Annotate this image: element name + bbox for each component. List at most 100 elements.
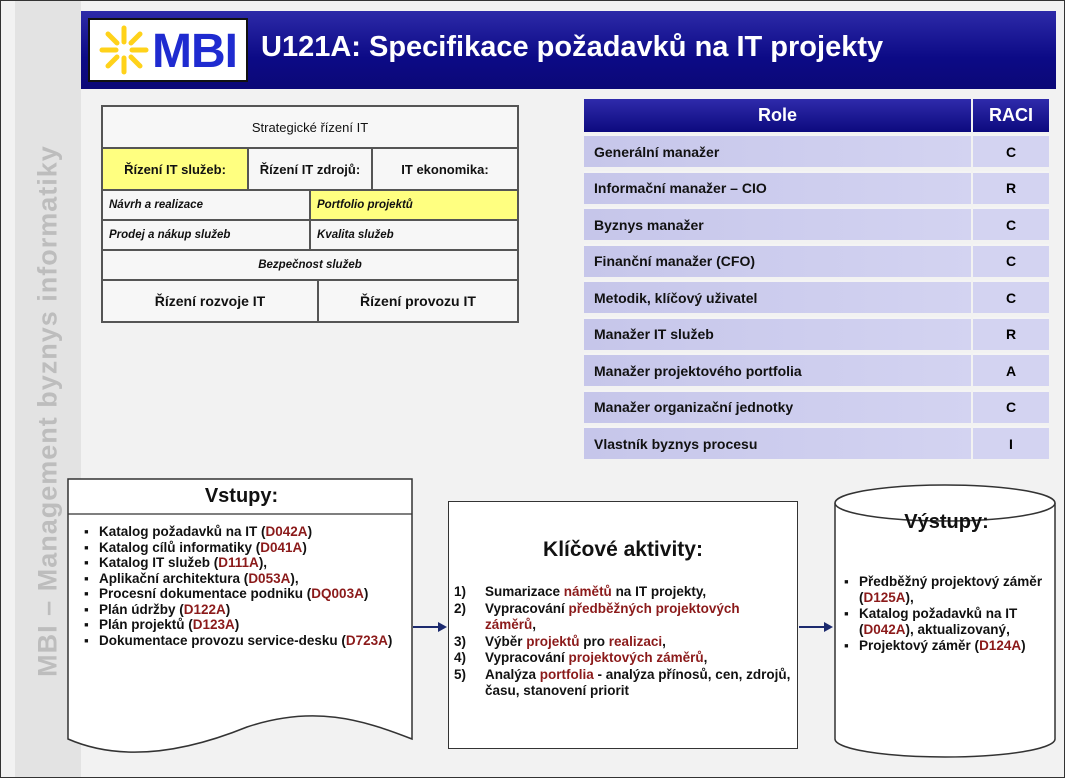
outputs-title: Výstupy: — [904, 511, 989, 533]
itg-quality: Kvalita služeb — [310, 220, 518, 250]
item-suffix: ) — [302, 539, 307, 555]
activity-text: , — [703, 650, 708, 665]
document-code: D122A — [183, 601, 226, 617]
raci-role: Manažer organizační jednotky — [584, 389, 971, 423]
item-text: Dokumentace provozu service-desku ( — [99, 632, 346, 648]
item-text: Plán údržby ( — [99, 601, 184, 617]
arrow-activities-to-outputs — [799, 622, 833, 632]
activities-box: Klíčové aktivity: 1)Sumarizace námětů na… — [448, 501, 798, 749]
bullet-icon: ▪ — [84, 617, 89, 632]
input-item: ▪Plán projektů (D123A) — [83, 617, 413, 633]
bullet-icon: ▪ — [84, 524, 89, 539]
itg-design: Návrh a realizace — [102, 190, 310, 220]
inputs-list: ▪Katalog požadavků na IT (D042A)▪Katalog… — [83, 524, 413, 648]
output-item: ▪ Projektový záměr (D124A) — [843, 638, 1048, 654]
document-code: D123A — [192, 617, 235, 632]
raci-value: C — [973, 280, 1049, 313]
bullet-icon: ▪ — [84, 601, 89, 617]
input-item: ▪ Dokumentace provozu service-desku (D723… — [83, 633, 413, 649]
arrow-inputs-to-activities — [413, 622, 447, 632]
itg-strategic: Strategické řízení IT — [102, 106, 518, 148]
activities-title: Klíčové aktivity: — [543, 538, 703, 561]
item-text: Katalog IT služeb ( — [99, 555, 219, 570]
activity-item: 3)Výběr projektů pro realizaci, — [454, 634, 794, 651]
itg-operations: Řízení provozu IT — [318, 280, 518, 322]
activity-item: 2)Vypracování předběžných projektových z… — [454, 601, 794, 634]
document-code: D124A — [979, 638, 1022, 653]
raci-role: Finanční manažer (CFO) — [584, 243, 971, 277]
activity-keyword: portfolia — [539, 666, 594, 682]
item-suffix: ), — [290, 570, 299, 586]
item-suffix: ) — [307, 524, 313, 539]
inputs-title: Vstupy: — [73, 480, 410, 512]
activity-text: Analýza — [485, 666, 540, 682]
activity-number: 5) — [454, 666, 467, 682]
input-item: ▪Plán údržby (D122A) — [83, 602, 413, 618]
bullet-icon: ▪ — [844, 638, 849, 653]
item-suffix: ), aktualizovaný, — [905, 622, 1010, 637]
item-text: Předběžný projektový záměr ( — [859, 574, 1043, 605]
it-governance-map: Strategické řízení IT Řízení IT služeb: … — [101, 105, 519, 323]
document-code: D723A — [345, 632, 388, 648]
input-item: ▪Aplikační architektura (D053A), — [83, 571, 413, 587]
activity-number: 2) — [454, 600, 467, 616]
activities-list: 1)Sumarizace námětů na IT projekty,2)Vyp… — [454, 584, 794, 700]
raci-role: Manažer IT služeb — [584, 316, 971, 350]
raci-value: C — [973, 134, 1049, 167]
input-item: ▪Katalog požadavků na IT (D042A) — [83, 524, 413, 540]
raci-header-role: Role — [584, 99, 971, 132]
document-code: DQ003A — [311, 586, 364, 601]
item-suffix: ) — [1021, 638, 1026, 653]
raci-role: Vlastník byznys procesu — [584, 426, 971, 459]
outputs-list: ▪Předběžný projektový záměr (D125A),▪Kat… — [843, 574, 1048, 654]
raci-value: C — [973, 389, 1049, 423]
activity-text: , — [532, 617, 537, 632]
raci-role: Generální manažer — [584, 134, 971, 167]
raci-header-raci: RACI — [973, 99, 1049, 132]
raci-value: A — [973, 353, 1049, 386]
input-item: ▪Katalog IT služeb (D111A), — [83, 555, 413, 571]
sun-star-icon — [99, 25, 149, 75]
input-item: ▪Procesní dokumentace podniku (DQ003A) — [83, 586, 413, 602]
raci-value: R — [973, 316, 1049, 350]
raci-value: C — [973, 243, 1049, 277]
bullet-icon: ▪ — [84, 632, 89, 648]
item-text: Katalog cílů informatiky ( — [99, 539, 261, 555]
document-code: D111A — [218, 555, 259, 570]
raci-role: Manažer projektového portfolia — [584, 353, 971, 386]
item-suffix: ) — [387, 632, 393, 648]
bullet-icon: ▪ — [84, 586, 89, 601]
raci-role: Metodik, klíčový uživatel — [584, 280, 971, 313]
header-bar: MBI U121A: Specifikace požadavků na IT p… — [81, 11, 1056, 89]
activity-text: pro — [579, 633, 609, 649]
bullet-icon: ▪ — [844, 606, 849, 621]
item-text: Katalog požadavků na IT ( — [99, 524, 266, 539]
item-suffix: ) — [363, 586, 369, 601]
raci-value: R — [973, 170, 1049, 204]
activity-text: , — [662, 633, 666, 649]
raci-role: Informační manažer – CIO — [584, 170, 971, 204]
itg-development: Řízení rozvoje IT — [102, 280, 318, 322]
activity-text: na IT projekty, — [611, 584, 707, 599]
activity-item: 5) Analýza portfolia - analýza přínosů, c… — [454, 667, 794, 700]
item-text: Projektový záměr ( — [859, 638, 980, 653]
activity-number: 3) — [454, 633, 467, 649]
outputs-cylinder-shape — [834, 503, 1056, 758]
item-text: Katalog požadavků na IT ( — [859, 606, 1018, 637]
logo-text: MBI — [152, 25, 238, 78]
document-code: D042A — [863, 622, 906, 637]
raci-row: Finanční manažer (CFO)C — [584, 243, 1049, 278]
itg-sales: Prodej a nákup služeb — [102, 220, 310, 250]
itg-it-economics: IT ekonomika: — [372, 148, 518, 190]
input-item: ▪Katalog cílů informatiky (D041A) — [83, 540, 413, 556]
itg-service-mgmt: Řízení IT služeb: — [102, 148, 248, 190]
itg-security: Bezpečnost služeb — [102, 250, 518, 280]
raci-value: I — [973, 426, 1049, 459]
activity-text: - analýza přínosů, cen, zdrojů, času, st… — [485, 666, 791, 699]
